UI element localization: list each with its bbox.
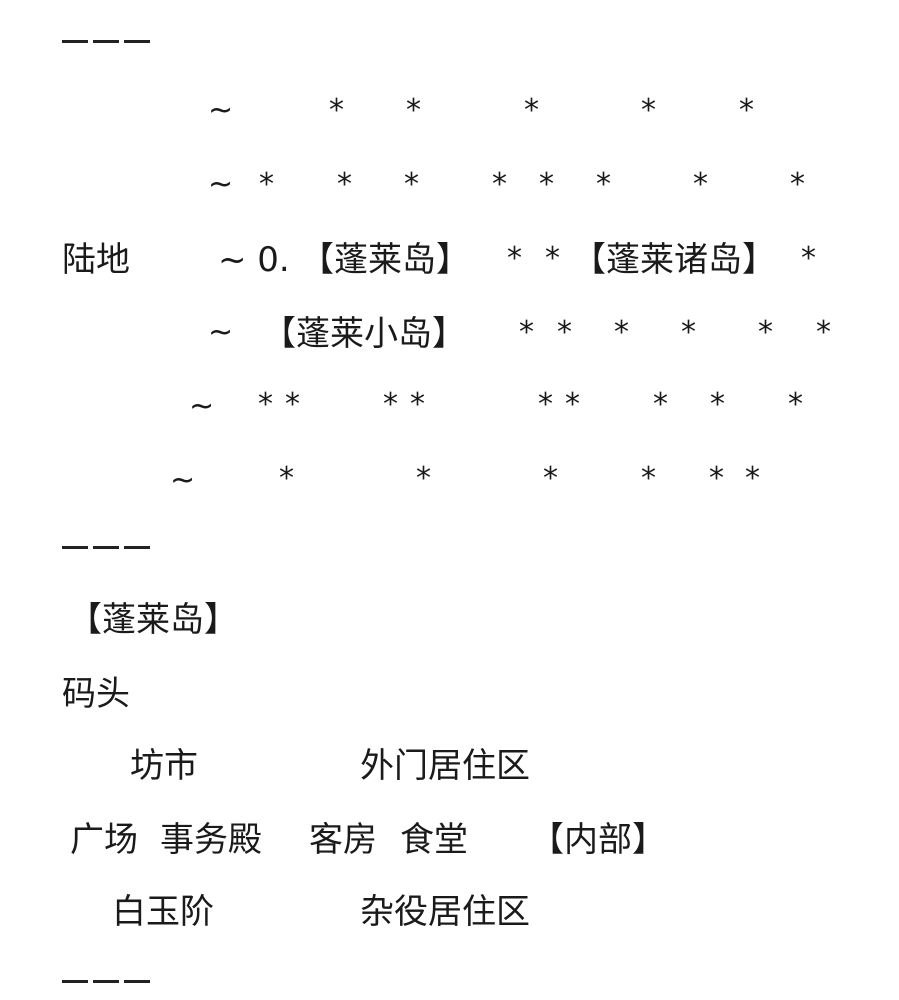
star-icon: * — [337, 167, 352, 202]
star-icon: * — [739, 93, 754, 128]
star-icon: * — [641, 93, 656, 128]
star-icon: * — [543, 461, 558, 496]
star-icon: * — [565, 387, 580, 422]
star-icon: * — [416, 461, 431, 496]
star-icon: * — [404, 167, 419, 202]
separator-top — [62, 40, 150, 43]
star-icon: * — [279, 461, 294, 496]
separator-bottom — [62, 980, 150, 983]
star-icon: * — [539, 167, 554, 202]
star-icon: * — [693, 167, 708, 202]
marker-zero: ~ 0. — [218, 240, 290, 280]
sea-tilde: ~ — [208, 93, 234, 128]
white-jade-steps-label: 白玉阶 — [112, 892, 214, 932]
star-icon: * — [507, 241, 522, 276]
star-icon: * — [790, 167, 805, 202]
servants-residence-label: 杂役居住区 — [360, 892, 530, 932]
penglai-island-label: 【蓬莱岛】 — [300, 240, 470, 280]
sea-tilde: ~ — [189, 389, 215, 424]
star-icon: * — [383, 387, 398, 422]
separator-middle — [62, 546, 150, 549]
star-icon: * — [538, 387, 553, 422]
star-icon: * — [653, 387, 668, 422]
star-icon: * — [816, 315, 831, 350]
sea-tilde: ~ — [170, 463, 196, 498]
star-icon: * — [557, 315, 572, 350]
sea-tilde: ~ — [208, 167, 234, 202]
star-icon: * — [519, 315, 534, 350]
island-title: 【蓬莱岛】 — [68, 600, 238, 640]
plaza-label: 广场 — [70, 820, 138, 860]
star-icon: * — [758, 315, 773, 350]
canteen-label: 食堂 — [400, 820, 468, 860]
star-icon: * — [596, 167, 611, 202]
guest-rooms-label: 客房 — [309, 820, 377, 860]
star-icon: * — [492, 167, 507, 202]
star-icon: * — [258, 387, 273, 422]
penglai-small-island-label: 【蓬莱小岛】 — [262, 314, 466, 354]
star-icon: * — [681, 315, 696, 350]
pier-label: 码头 — [62, 674, 130, 714]
land-label: 陆地 — [62, 240, 130, 280]
interior-label: 【内部】 — [530, 820, 666, 860]
star-icon: * — [285, 387, 300, 422]
star-icon: * — [259, 167, 274, 202]
star-icon: * — [406, 93, 421, 128]
star-icon: * — [745, 461, 760, 496]
affairs-hall-label: 事务殿 — [160, 820, 262, 860]
star-icon: * — [788, 387, 803, 422]
star-icon: * — [641, 461, 656, 496]
star-icon: * — [710, 387, 725, 422]
star-icon: * — [410, 387, 425, 422]
star-icon: * — [709, 461, 724, 496]
star-icon: * — [801, 241, 816, 276]
star-icon: * — [545, 241, 560, 276]
sea-tilde: ~ — [208, 315, 234, 350]
outer-residence-label: 外门居住区 — [360, 746, 530, 786]
star-icon: * — [614, 315, 629, 350]
market-label: 坊市 — [130, 746, 198, 786]
star-icon: * — [524, 93, 539, 128]
star-icon: * — [329, 93, 344, 128]
penglai-islands-label: 【蓬莱诸岛】 — [572, 240, 776, 280]
